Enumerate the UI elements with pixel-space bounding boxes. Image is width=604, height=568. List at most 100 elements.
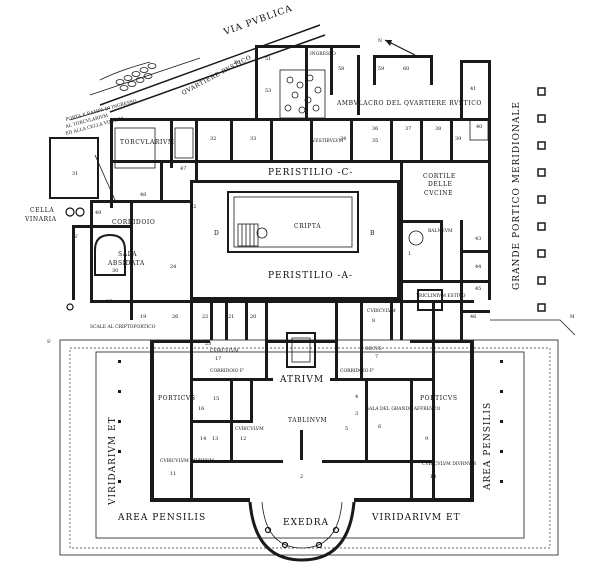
label-cella: CELLA <box>30 207 54 214</box>
porticus-columns <box>118 360 503 483</box>
label-s-left: S' <box>74 234 78 240</box>
label-ingresso: INGRESSO <box>310 51 336 57</box>
room-numbers: 51 50 53 58 59 60 41 31 32 33 34 35 36 3… <box>72 56 482 480</box>
label-corridoio-f-left: CORRIDOIO F' <box>210 368 244 374</box>
room-number: 17 <box>215 356 221 362</box>
room-number: 4 <box>355 394 358 400</box>
room-number: 37 <box>405 126 411 132</box>
label-absidata: ABSIDATA <box>107 260 145 267</box>
room-number: 2 <box>300 474 303 480</box>
label-sala-grande-affresco: SALA DEL GRANDE AFFRESCO <box>366 406 440 412</box>
room-number: 59 <box>378 66 384 72</box>
label-cubiculum-diurnum-left: CVBICVLVM DIVRNVM <box>160 458 214 464</box>
grande-portico-columns <box>490 87 576 336</box>
label-viridarium-left: VIRIDARIVM ET <box>108 416 118 506</box>
room-number: 16 <box>198 406 204 412</box>
room-number: 50 <box>234 60 240 66</box>
label-area-pensilis-left: AREA PENSILIS <box>117 513 206 523</box>
central-rooms <box>150 300 474 500</box>
room-number: 30 <box>112 268 118 274</box>
room-number: 49 <box>95 210 101 216</box>
room-number: 43 <box>475 236 481 242</box>
label-ambulacro: AMBVLACRO DEL QVARTIERE RVSTICO <box>336 100 482 107</box>
room-number: 42 <box>190 204 196 210</box>
room-number: 14 <box>200 436 206 442</box>
portico-walls <box>118 340 503 502</box>
room-number: 11 <box>170 471 176 477</box>
room-number: 9 <box>425 436 428 442</box>
room-number: 5 <box>345 426 348 432</box>
label-porticus-left: PORTICVS <box>158 395 196 402</box>
room-number: 48 <box>140 192 146 198</box>
label-cucine: CVCINE <box>424 190 453 197</box>
room-number: 10 <box>430 474 436 480</box>
label-peristilio-c: PERISTILIO -C- <box>268 168 353 178</box>
room-number: 44 <box>475 264 481 270</box>
room-number: 26 <box>172 314 178 320</box>
label-cubiculum-diurnum-right: CVBICVLVM DIVRNVM <box>422 461 476 467</box>
label-porticus-right: PORTICVS <box>420 395 458 402</box>
label-vestibulum: VESTIBVLVM <box>311 138 344 144</box>
room-number: 51 <box>265 56 271 62</box>
room-number: 36 <box>372 126 378 132</box>
room-number: 35 <box>372 138 378 144</box>
room-number: 31 <box>72 171 78 177</box>
room-number: 1 <box>408 251 411 257</box>
label-scale: SCALE AL CRIPTOPORTICO <box>90 324 156 330</box>
room-number: 34 <box>340 136 346 142</box>
label-grande-portico: GRANDE PORTICO MERIDIONALE <box>512 101 522 290</box>
room-number: 7 <box>375 354 378 360</box>
rubble-area <box>284 74 322 114</box>
room-number: 3 <box>355 411 358 417</box>
road-stones <box>115 63 157 91</box>
room-number: 53 <box>265 88 271 94</box>
room-number: 58 <box>338 66 344 72</box>
exedra-apse <box>248 501 356 562</box>
label-sala: SALA <box>118 251 137 258</box>
label-cortile: CORTILE <box>423 173 456 180</box>
room-number: 60 <box>403 66 409 72</box>
via-publica-road <box>69 24 326 121</box>
room-number: 12 <box>240 436 246 442</box>
label-corridoio-f-right: CORRIDOIO F' <box>340 368 374 374</box>
label-m-right: M <box>570 314 575 320</box>
label-peristilio-a: PERISTILIO -A- <box>268 271 353 281</box>
label-s-bottom-left: S' <box>47 339 51 345</box>
room-number: 32 <box>210 136 216 142</box>
room-number: 21 <box>228 314 234 320</box>
label-b: B <box>370 230 375 237</box>
room-number: 40 <box>476 124 482 130</box>
room-number: 25 <box>106 299 112 305</box>
label-vinaria: VINARIA <box>24 216 57 223</box>
label-cubiculum-7: CVBICVLVM <box>367 308 396 314</box>
label-cubiculum-11: CVBICVLVM <box>235 426 264 432</box>
right-wing <box>400 119 490 340</box>
room-number: 41 <box>470 86 476 92</box>
label-quartiere-rustico: QVARTIERE RVSTICO <box>181 54 253 97</box>
label-via-publica: VIA PVBLICA <box>222 4 295 39</box>
room-number: 39 <box>455 136 461 142</box>
room-number: 6 <box>378 424 381 430</box>
label-triclinium: TRICLINIVM ESTIVO <box>416 293 466 299</box>
label-torcularium: TORCVLARIVM <box>120 139 175 146</box>
label-area-pensilis-right: AREA PENSILIS <box>483 402 493 491</box>
room-number: 8 <box>372 318 375 324</box>
room-number: 15 <box>213 396 219 402</box>
label-exedra: EXEDRA <box>283 518 329 528</box>
room-number: 38 <box>435 126 441 132</box>
label-corridoio: CORRIDOIO <box>112 219 155 226</box>
room-number: 19 <box>140 314 146 320</box>
north-arrow <box>384 39 416 56</box>
label-tablinum: TABLINVM <box>288 417 327 424</box>
label-atrium: ATRIVM <box>279 375 324 385</box>
room-number: 20 <box>250 314 256 320</box>
label-d: D <box>214 230 219 237</box>
left-wing <box>49 127 194 320</box>
room-number: 22 <box>202 314 208 320</box>
label-north: N <box>378 38 382 44</box>
label-cubiculum-16: CVBICVLVM <box>210 348 239 354</box>
room-number: 47 <box>180 166 186 172</box>
room-number: 24 <box>170 264 176 270</box>
